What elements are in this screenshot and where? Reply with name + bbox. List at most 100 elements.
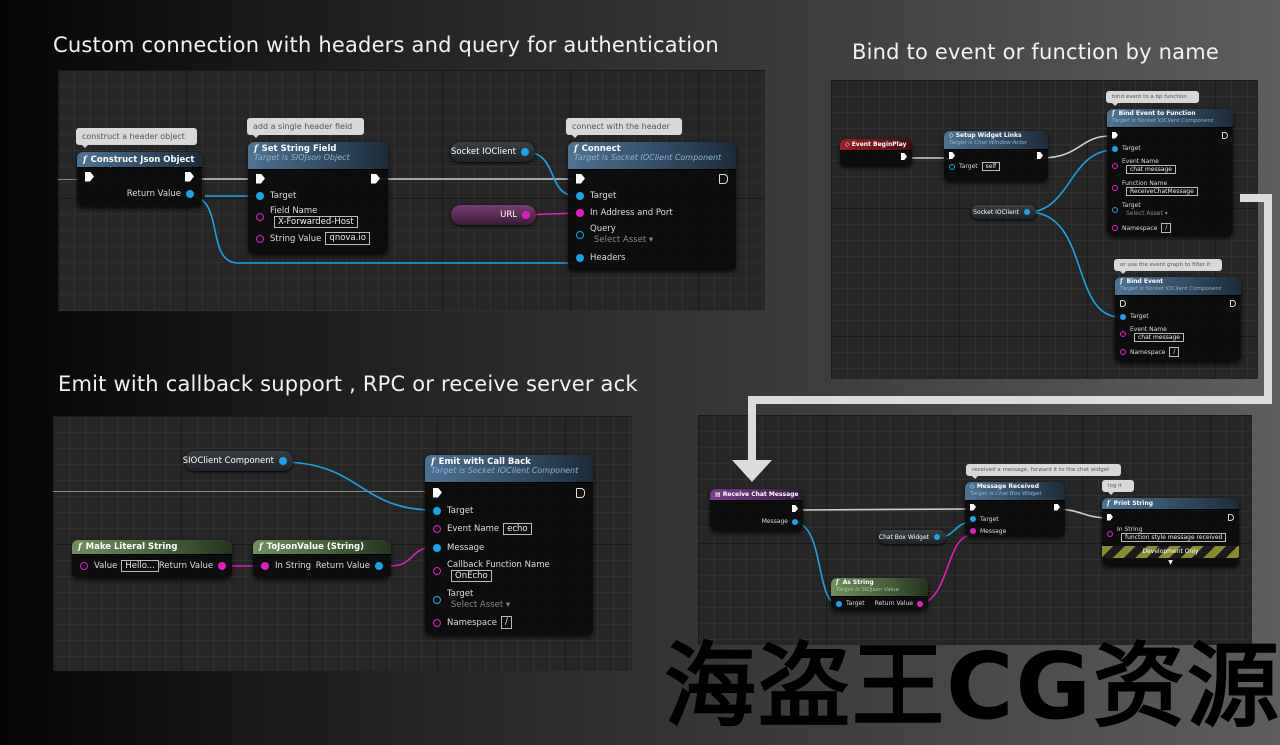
exec-in-pin[interactable] [576,173,585,184]
event-name-input[interactable]: echo [503,522,532,536]
event-name-pin[interactable] [1112,163,1118,169]
target-pin[interactable] [1112,207,1118,213]
target-pin[interactable] [433,506,441,515]
return-value-pin[interactable] [375,562,383,570]
exec-in-pin[interactable] [433,487,442,498]
callback-pin[interactable] [433,567,441,575]
var-chat-box-widget[interactable]: Chat Box Widget [878,530,946,544]
message-pin[interactable] [433,543,441,552]
exec-in-pin[interactable] [1120,299,1126,307]
node-title: Bind Event [1126,278,1164,285]
message-pin[interactable] [970,528,976,534]
value-pin[interactable] [80,562,88,570]
namespace-pin[interactable] [1120,349,1126,355]
output-pin[interactable] [934,534,940,540]
string-value-input[interactable]: qnova.io [325,232,370,245]
event-name-input[interactable]: chat message [1134,332,1185,342]
pin-label: Target [1122,145,1141,152]
comment-bind-bp: bind event to a bp function [1106,91,1199,106]
field-name-pin[interactable] [256,213,264,221]
target-input[interactable]: self [981,161,1001,172]
query-asset-select[interactable]: Select Asset ▾ [594,234,654,245]
output-pin[interactable] [1024,209,1030,215]
exec-out-pin[interactable] [719,173,728,184]
exec-in-pin[interactable] [256,173,265,184]
exec-in-pin[interactable] [970,503,976,511]
exec-out-pin[interactable] [1222,131,1228,139]
node-receive-chat-message[interactable]: ▤ Receive Chat Message Message [710,489,803,531]
exec-out-pin[interactable] [576,487,585,498]
function-name-input[interactable]: ReceiveChatMessage [1126,186,1198,196]
event-name-pin[interactable] [433,525,441,533]
event-name-pin[interactable] [1120,331,1126,337]
exec-out-pin[interactable] [901,153,907,160]
target-pin[interactable] [970,516,976,522]
node-title: Emit with Call Back [438,457,531,467]
exec-out-pin[interactable] [1037,152,1043,159]
exec-out-pin[interactable] [1228,513,1234,521]
message-pin[interactable] [792,518,798,525]
exec-out-pin[interactable] [1230,299,1236,307]
output-pin[interactable] [279,457,287,465]
exec-in-pin[interactable] [85,171,94,182]
namespace-input[interactable]: / [1169,347,1180,357]
exec-out-pin[interactable] [792,505,798,512]
asset-select[interactable]: Select Asset ▾ [1126,209,1168,217]
namespace-input[interactable]: / [501,616,512,629]
exec-in-pin[interactable] [1107,513,1113,521]
target-pin[interactable] [576,191,584,200]
return-value-pin[interactable] [186,189,194,198]
event-name-input[interactable]: chat message [1126,164,1177,174]
var-socket-ioclient[interactable]: Socket IOClient [450,142,535,162]
output-pin[interactable] [521,148,529,156]
function-name-pin[interactable] [1112,185,1118,191]
namespace-input[interactable]: / [1161,223,1172,233]
var-socket-ioclient[interactable]: Socket IOClient [971,205,1036,219]
asset-select[interactable]: Select Asset ▾ [451,599,511,610]
exec-out-pin[interactable] [185,171,194,182]
comment-construct: construct a header object [76,128,197,148]
target-pin[interactable] [433,596,441,604]
query-pin[interactable] [576,231,584,239]
in-string-pin[interactable] [261,562,269,570]
expand-arrow-icon[interactable]: ▼ [1168,559,1173,566]
field-name-input[interactable]: X-Forwarded-Host [274,215,358,228]
exec-in-pin[interactable] [1112,131,1118,139]
target-pin[interactable] [949,163,955,170]
target-pin[interactable] [256,191,264,200]
headers-pin[interactable] [576,253,584,262]
exec-out-pin[interactable] [1054,503,1060,511]
exec-out-pin[interactable] [371,173,380,184]
return-value-pin[interactable] [917,600,923,607]
value-input[interactable]: Hello... [121,559,159,573]
return-value-pin[interactable] [218,562,227,570]
target-pin[interactable] [836,600,842,607]
output-pin[interactable] [522,211,530,219]
exec-in-pin[interactable] [949,152,955,159]
callback-input[interactable]: OnEcho [451,569,492,582]
namespace-pin[interactable] [433,618,441,627]
namespace-pin[interactable] [1112,225,1118,231]
in-string-pin[interactable] [1107,531,1113,537]
target-pin[interactable] [1120,313,1126,320]
target-pin[interactable] [1112,145,1118,152]
node-subtitle: Target is SIOJson Object [254,153,350,163]
var-sioclient-component[interactable]: SIOClient Component [183,451,293,471]
address-pin[interactable] [576,208,584,217]
var-url[interactable]: URL [451,205,536,225]
string-value-pin[interactable] [256,234,264,243]
in-string-input[interactable]: function style message received [1121,532,1227,542]
node-event-beginplay[interactable]: ◇ Event BeginPlay [840,139,912,166]
